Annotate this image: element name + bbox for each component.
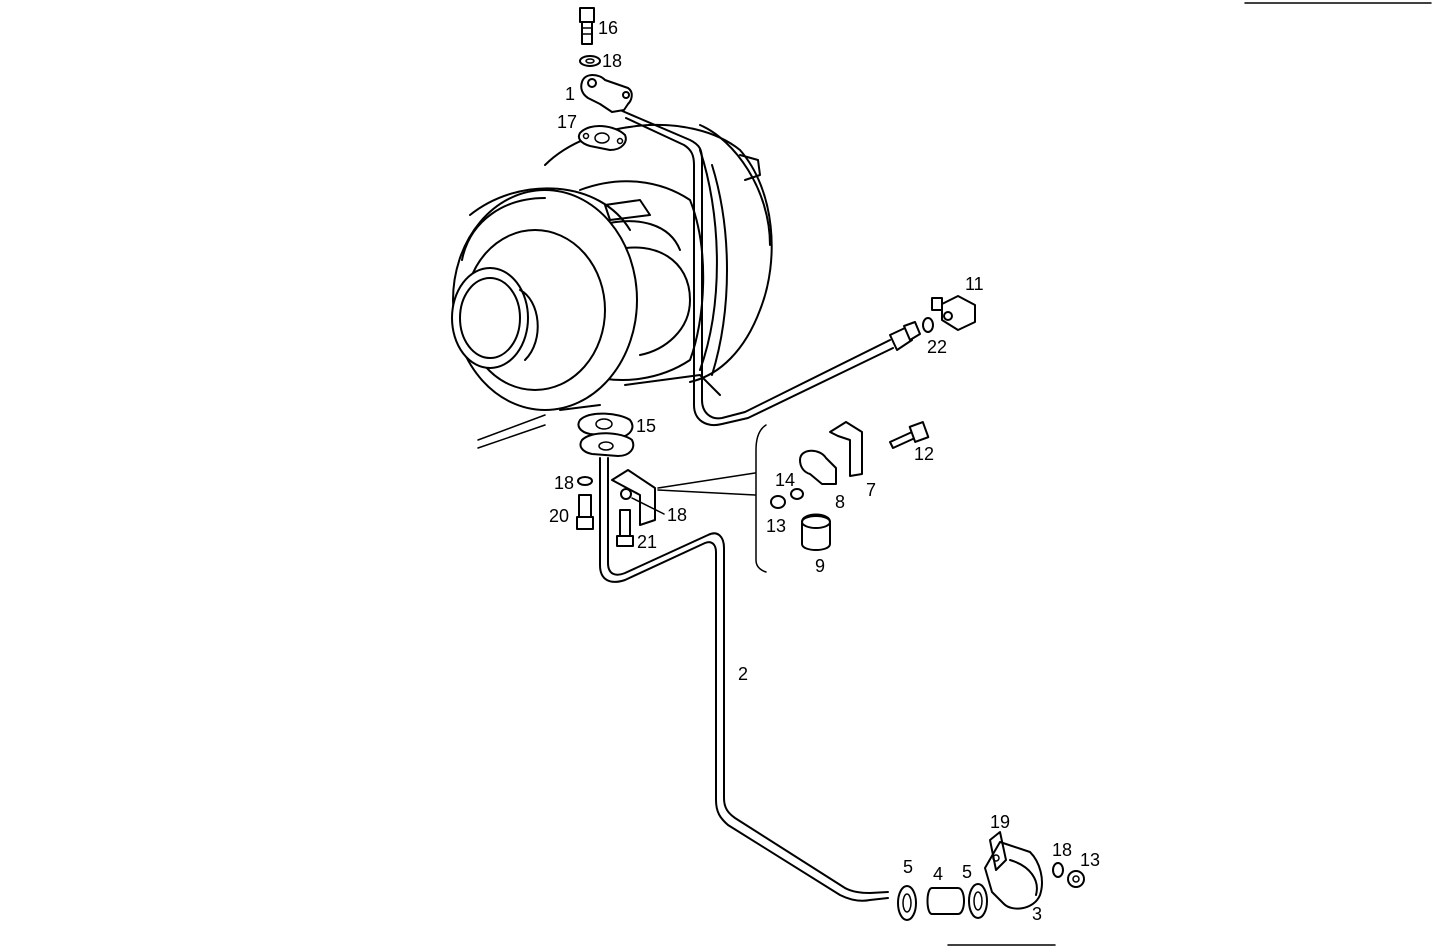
callout-18a: 18: [602, 51, 622, 71]
turbocharger: [451, 123, 773, 449]
callout-2: 2: [738, 664, 748, 684]
connector-11: [922, 295, 976, 333]
oil-feed-pipe: [619, 109, 921, 426]
bolt-21: [616, 509, 634, 547]
callout-1: 1: [565, 84, 575, 104]
oil-drain-pipe: [599, 457, 889, 902]
bracket-7: [829, 421, 863, 477]
gasket-19: [989, 831, 1007, 871]
washer-18-bottom: [1052, 862, 1064, 878]
callout-21: 21: [637, 532, 657, 552]
callout-13a: 13: [766, 516, 786, 536]
callout-labels: 1 2 3 4 5 5 7 8 9 11 12 13 13 14 15 16 1…: [549, 18, 1100, 924]
nut-13-mid: [770, 495, 786, 509]
grommet-9: [801, 513, 831, 551]
callout-18b: 18: [554, 473, 574, 493]
seal-ring-5b: [968, 883, 988, 919]
callout-7: 7: [866, 480, 876, 500]
washer-18-left: [577, 476, 593, 486]
leader-lines: [657, 424, 767, 573]
callout-18d: 18: [1052, 840, 1072, 860]
bolt-16: [579, 7, 595, 45]
callout-4: 4: [933, 864, 943, 884]
callout-18c: 18: [667, 505, 687, 525]
sleeve-4: [926, 887, 965, 915]
callout-8: 8: [835, 492, 845, 512]
callout-17: 17: [557, 112, 577, 132]
bolt-20: [576, 494, 594, 530]
callout-20: 20: [549, 506, 569, 526]
callout-11: 11: [965, 274, 984, 294]
callout-5b: 5: [962, 862, 972, 882]
washer-14: [790, 488, 804, 500]
clamp-8: [799, 449, 837, 485]
washer-top: [579, 55, 601, 67]
callout-12: 12: [914, 444, 934, 464]
bracket-left: [611, 469, 656, 526]
callout-3: 3: [1032, 904, 1042, 924]
callout-19: 19: [990, 812, 1010, 832]
callout-16: 16: [598, 18, 618, 38]
callout-5a: 5: [903, 857, 913, 877]
callout-15: 15: [636, 416, 656, 436]
callout-13b: 13: [1080, 850, 1100, 870]
callout-22: 22: [927, 337, 947, 357]
gasket-15: [577, 412, 635, 457]
border-rules: [947, 2, 1432, 946]
nut-13-bottom: [1067, 870, 1085, 888]
gasket-17: [577, 125, 627, 151]
banjo-fitting: [580, 74, 633, 113]
seal-ring-5a: [897, 885, 917, 921]
elbow-fitting-3: [984, 841, 1043, 910]
bolt-12: [889, 421, 930, 449]
callout-9: 9: [815, 556, 825, 576]
callout-14: 14: [775, 470, 795, 490]
